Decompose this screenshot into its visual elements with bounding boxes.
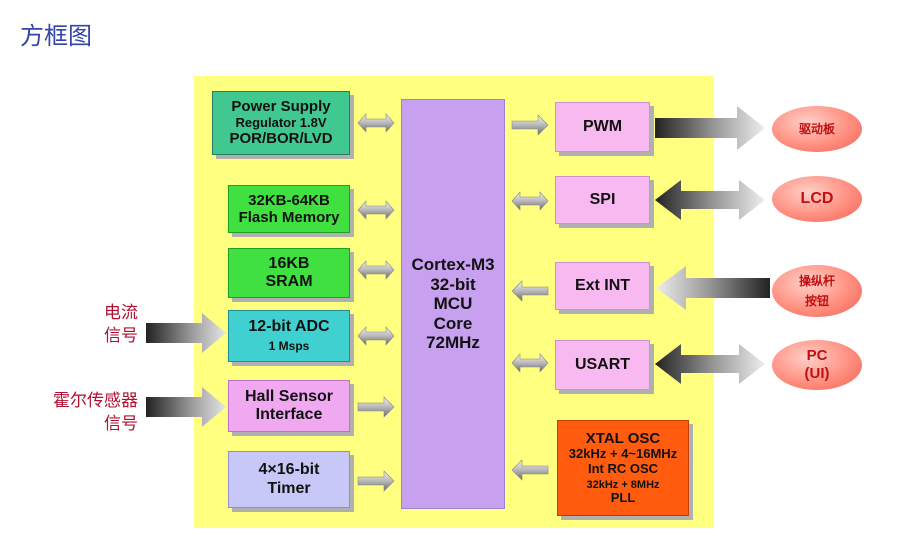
extint-cpu-arrow — [511, 280, 549, 302]
sram-block: 16KB SRAM — [228, 248, 350, 298]
joystick-line-2: 按钮 — [804, 294, 829, 308]
cpu-line-5: 72MHz — [426, 333, 480, 353]
sram-cpu-arrow — [357, 260, 395, 280]
xtal-line-2: 32kHz + 4~16MHz — [568, 445, 678, 461]
current-signal-line-2: 信号 — [104, 325, 138, 346]
xtal-line-5: PLL — [610, 490, 636, 506]
xtal-osc-block: XTAL OSC 32kHz + 4~16MHz Int RC OSC 32kH… — [557, 420, 689, 516]
usart-pc-arrow — [655, 344, 765, 384]
timer-block: 4×16-bit Timer — [228, 451, 350, 508]
cpu-pwm-arrow — [511, 114, 549, 136]
flash-line-1: 32KB-64KB — [248, 191, 330, 209]
power-cpu-arrow — [357, 113, 395, 133]
hall-signal-label: 霍尔传感器 信号 — [30, 390, 138, 436]
driver-board-label: 驱动板 — [798, 121, 835, 136]
adc-line-1: 12-bit ADC — [248, 317, 330, 335]
cpu-line-4: Core — [433, 313, 473, 333]
pc-line-1: PC — [806, 347, 828, 364]
spi-label: SPI — [589, 190, 616, 208]
cpu-usart-arrow — [511, 353, 549, 373]
joystick-node: 操纵杆 按钮 — [772, 265, 862, 317]
power-line-3: POR/BOR/LVD — [229, 130, 333, 148]
joystick-line-1: 操纵杆 — [798, 273, 835, 288]
cpu-line-1: Cortex-M3 — [411, 255, 495, 275]
sram-line-1: 16KB — [268, 254, 310, 272]
ext-int-label: Ext INT — [574, 276, 631, 294]
hall-line-1: Hall Sensor — [244, 387, 334, 405]
cpu-line-3: MCU — [433, 294, 473, 314]
flash-line-2: Flash Memory — [238, 209, 340, 226]
power-line-1: Power Supply — [231, 98, 331, 116]
pc-line-2: (UI) — [804, 365, 830, 382]
xtal-line-3: Int RC OSC — [587, 460, 659, 476]
flash-memory-block: 32KB-64KB Flash Memory — [228, 185, 350, 233]
hall-signal-line-2: 信号 — [104, 413, 138, 434]
hall-cpu-arrow — [357, 396, 395, 418]
sram-line-2: SRAM — [265, 273, 313, 290]
usart-label: USART — [574, 355, 631, 373]
current-signal-label: 电流 信号 — [90, 302, 138, 348]
pwm-label: PWM — [582, 117, 623, 135]
cpu-line-2: 32-bit — [430, 274, 476, 294]
xtal-line-1: XTAL OSC — [585, 429, 661, 447]
driver-board-node: 驱动板 — [772, 106, 862, 152]
timer-cpu-arrow — [357, 470, 395, 492]
xtal-cpu-arrow — [511, 459, 549, 481]
pc-node: PC (UI) — [772, 340, 862, 390]
cpu-spi-arrow — [511, 191, 549, 211]
hall-line-2: Interface — [255, 406, 323, 423]
ext-int-block: Ext INT — [555, 262, 650, 310]
power-supply-block: Power Supply Regulator 1.8V POR/BOR/LVD — [212, 91, 350, 155]
hall-sensor-block: Hall Sensor Interface — [228, 380, 350, 432]
current-signal-line-1: 电流 — [104, 303, 138, 323]
spi-block: SPI — [555, 176, 650, 224]
power-line-2: Regulator 1.8V — [235, 114, 327, 130]
usart-block: USART — [555, 340, 650, 390]
joystick-extint-arrow — [656, 266, 770, 310]
current-signal-arrow — [146, 313, 226, 353]
flash-cpu-arrow — [357, 200, 395, 220]
pwm-block: PWM — [555, 102, 650, 152]
pwm-driver-arrow — [655, 106, 765, 150]
adc-block: 12-bit ADC 1 Msps — [228, 310, 350, 362]
adc-cpu-arrow — [357, 326, 395, 346]
timer-line-2: Timer — [267, 479, 311, 497]
adc-line-2: 1 Msps — [268, 339, 310, 354]
lcd-label: LCD — [800, 190, 834, 208]
cpu-core-block: Cortex-M3 32-bit MCU Core 72MHz — [401, 99, 505, 509]
xtal-line-4: 32kHz + 8MHz — [586, 478, 660, 491]
hall-signal-line-1: 霍尔传感器 — [53, 391, 138, 411]
hall-signal-arrow — [146, 387, 226, 427]
spi-lcd-arrow — [655, 180, 765, 220]
page-title: 方框图 — [20, 22, 92, 50]
timer-line-1: 4×16-bit — [258, 461, 320, 479]
lcd-node: LCD — [772, 176, 862, 222]
